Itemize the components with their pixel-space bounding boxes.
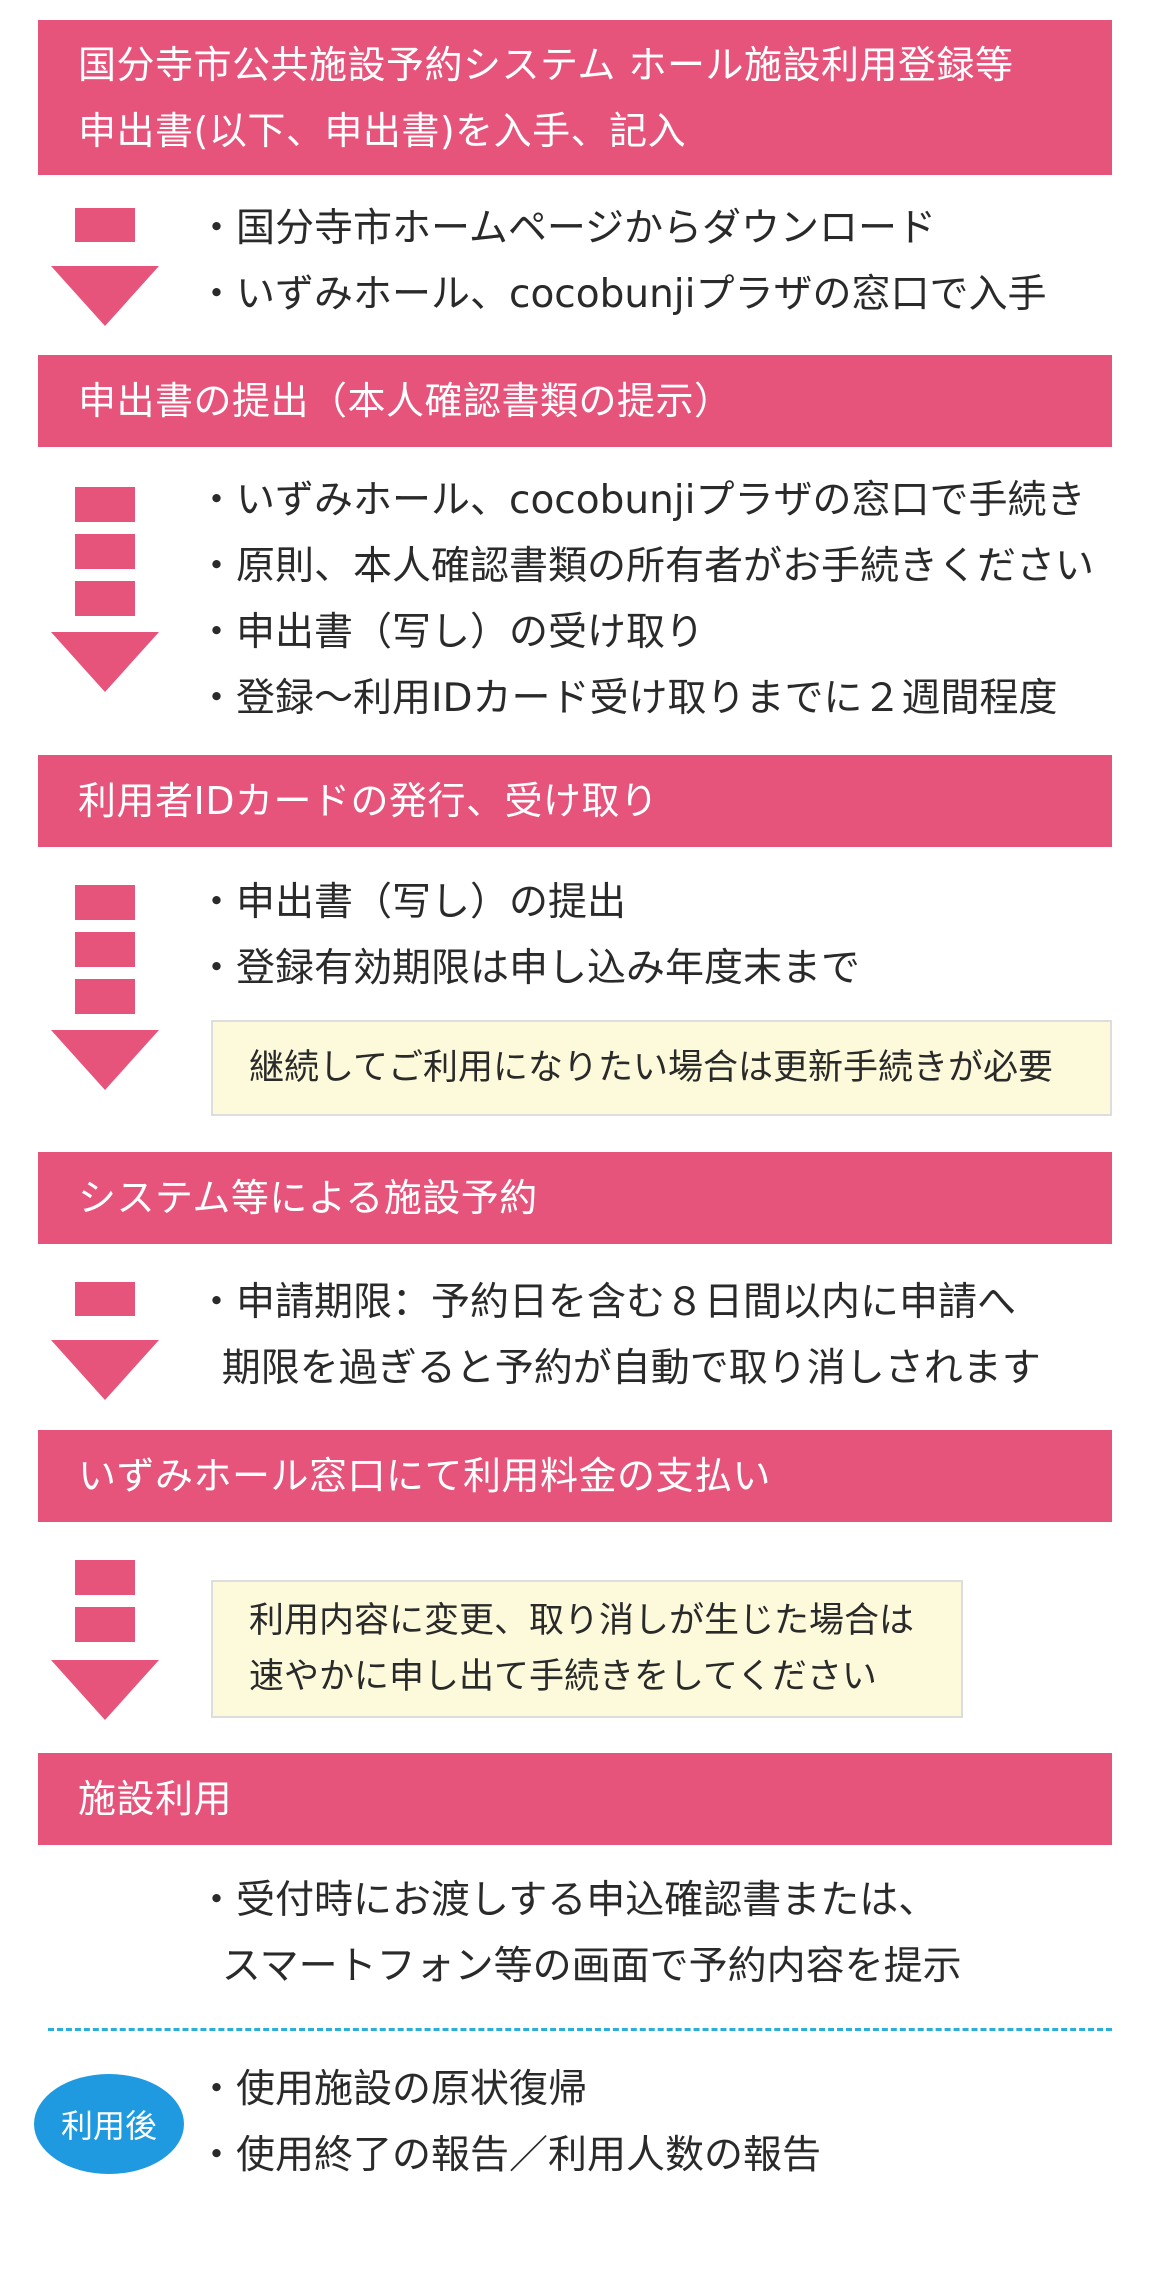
step-5-header: いずみホール窓口にて利用料金の支払い	[38, 1430, 1112, 1522]
step-4-header: システム等による施設予約	[38, 1152, 1112, 1244]
list-item: ・いずみホール、cocobunjiプラザの窓口で入手	[197, 272, 1047, 317]
step-2-title: 申出書の提出（本人確認書類の提示）	[78, 379, 733, 423]
step-3-items: ・申出書（写し）の提出 ・登録有効期限は申し込み年度末まで	[197, 870, 860, 1002]
step-3-header: 利用者IDカードの発行、受け取り	[38, 755, 1112, 847]
step-2-arrow-icon	[51, 487, 159, 692]
step-1-arrow-icon	[51, 208, 159, 326]
list-item: ・登録〜利用IDカード受け取りまでに２週間程度	[197, 676, 1058, 721]
step-5-note-line-1: 利用内容に変更、取り消しが生じた場合は	[249, 1601, 915, 1641]
list-item: ・申出書（写し）の受け取り	[197, 610, 705, 655]
step-6-title: 施設利用	[78, 1777, 233, 1821]
step-2-items: ・いずみホール、cocobunjiプラザの窓口で手続き ・原則、本人確認書類の所…	[197, 468, 1094, 732]
after-use-badge-label: 利用後	[60, 2107, 157, 2145]
step-4-arrow-icon	[51, 1282, 159, 1400]
list-item: ・使用施設の原状復帰	[197, 2067, 588, 2112]
list-item: 期限を過ぎると予約が自動で取り消しされます	[197, 1346, 1041, 1391]
step-2-header: 申出書の提出（本人確認書類の提示）	[38, 355, 1112, 447]
list-item: ・いずみホール、cocobunjiプラザの窓口で手続き	[197, 478, 1086, 523]
list-item: スマートフォン等の画面で予約内容を提示	[197, 1944, 962, 1989]
step-1-header: 国分寺市公共施設予約システム ホール施設利用登録等 申出書(以下、申出書)を入手…	[38, 20, 1112, 175]
step-6-header: 施設利用	[38, 1753, 1112, 1845]
step-3-title: 利用者IDカードの発行、受け取り	[78, 779, 659, 823]
list-item: ・原則、本人確認書類の所有者がお手続きください	[197, 544, 1095, 589]
step-3-note-text: 継続してご利用になりたい場合は更新手続きが必要	[249, 1048, 1053, 1088]
step-3-arrow-icon	[51, 885, 159, 1090]
list-item: ・申請期限：予約日を含む８日間以内に申請へ	[197, 1280, 1017, 1325]
step-3-note: 継続してご利用になりたい場合は更新手続きが必要	[211, 1020, 1112, 1116]
step-6-items: ・受付時にお渡しする申込確認書または、 スマートフォン等の画面で予約内容を提示	[197, 1868, 962, 2000]
after-use-badge: 利用後	[34, 2074, 184, 2174]
step-5-title: いずみホール窓口にて利用料金の支払い	[78, 1454, 772, 1498]
section-divider	[48, 2028, 1112, 2031]
step-4-items: ・申請期限：予約日を含む８日間以内に申請へ 期限を過ぎると予約が自動で取り消しさ…	[197, 1270, 1041, 1402]
list-item: ・国分寺市ホームページからダウンロード	[197, 206, 937, 251]
step-5-note: 利用内容に変更、取り消しが生じた場合は 速やかに申し出て手続きをしてください	[211, 1580, 963, 1718]
list-item: ・登録有効期限は申し込み年度末まで	[197, 946, 861, 991]
step-1-items: ・国分寺市ホームページからダウンロード ・いずみホール、cocobunjiプラザ…	[197, 196, 1046, 328]
list-item: ・使用終了の報告／利用人数の報告	[197, 2133, 822, 2178]
after-use-items: ・使用施設の原状復帰 ・使用終了の報告／利用人数の報告	[197, 2057, 821, 2189]
step-5-note-line-2: 速やかに申し出て手続きをしてください	[249, 1657, 877, 1697]
step-4-title: システム等による施設予約	[78, 1176, 538, 1220]
step-1-title-line-1: 国分寺市公共施設予約システム ホール施設利用登録等	[78, 42, 1014, 87]
step-5-arrow-icon	[51, 1560, 159, 1720]
step-1-title-line-2: 申出書(以下、申出書)を入手、記入	[78, 108, 687, 153]
list-item: ・受付時にお渡しする申込確認書または、	[197, 1878, 938, 1923]
list-item: ・申出書（写し）の提出	[197, 880, 627, 925]
